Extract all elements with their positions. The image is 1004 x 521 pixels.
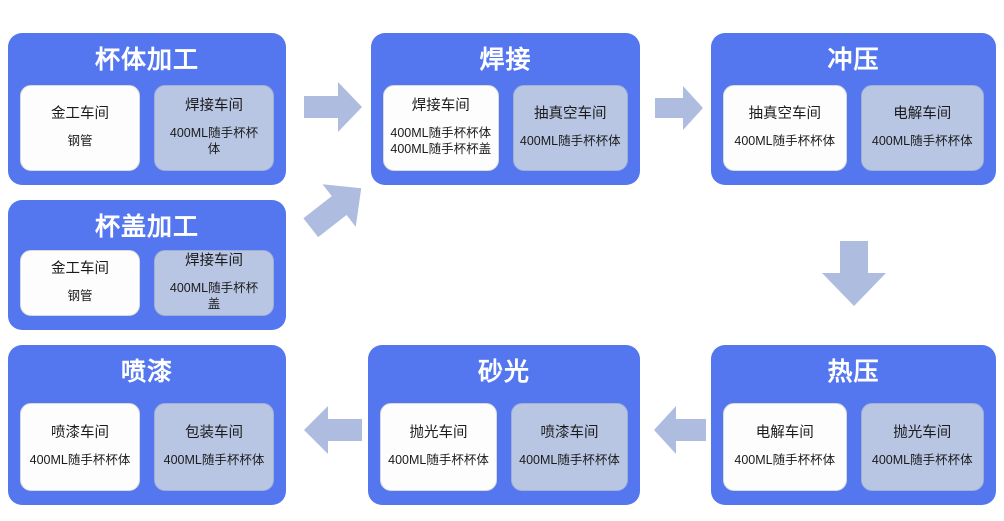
stage-cup-body-processing[interactable]: 杯体加工 金工车间 钢管 焊接车间 400ML随手杯杯体 xyxy=(8,33,286,185)
stage-stamping[interactable]: 冲压 抽真空车间 400ML随手杯杯体 电解车间 400ML随手杯杯体 xyxy=(711,33,996,185)
stage-title: 焊接 xyxy=(479,46,532,74)
stage-card-list: 焊接车间 400ML随手杯杯体 400ML随手杯杯盖 抽真空车间 400ML随手… xyxy=(383,85,628,171)
workshop-item: 400ML随手杯杯体 xyxy=(29,453,131,467)
workshop-card[interactable]: 抽真空车间 400ML随手杯杯体 xyxy=(512,85,628,171)
workshop-name: 金工车间 xyxy=(51,261,109,277)
workshop-item: 钢管 xyxy=(67,289,93,303)
stage-cup-lid-processing[interactable]: 杯盖加工 金工车间 钢管 焊接车间 400ML随手杯杯盖 xyxy=(8,200,286,330)
workshop-items: 400ML随手杯杯体 400ML随手杯杯盖 xyxy=(390,125,491,157)
workshop-item: 400ML随手杯杯体 xyxy=(390,126,492,140)
stage-hot-pressing[interactable]: 热压 电解车间 400ML随手杯杯体 抛光车间 400ML随手杯杯体 xyxy=(711,345,996,505)
arrow-right-icon xyxy=(302,76,364,138)
workshop-card[interactable]: 电解车间 400ML随手杯杯体 xyxy=(860,85,984,171)
workshop-card[interactable]: 喷漆车间 400ML随手杯杯体 xyxy=(511,403,628,491)
stage-title: 杯体加工 xyxy=(94,46,199,74)
workshop-item: 400ML随手杯杯盖 xyxy=(169,281,259,311)
workshop-name: 喷漆车间 xyxy=(51,425,109,441)
workshop-name: 抛光车间 xyxy=(409,425,468,441)
stage-title: 冲压 xyxy=(827,46,880,74)
workshop-name: 抽真空车间 xyxy=(748,106,822,122)
workshop-card[interactable]: 焊接车间 400ML随手杯杯体 xyxy=(154,85,274,171)
workshop-name: 焊接车间 xyxy=(185,98,243,114)
workshop-item: 钢管 xyxy=(67,134,93,148)
workshop-item: 400ML随手杯杯体 xyxy=(388,453,489,467)
stage-card-list: 喷漆车间 400ML随手杯杯体 包装车间 400ML随手杯杯体 xyxy=(20,403,274,491)
workshop-name: 抛光车间 xyxy=(893,425,952,441)
workshop-card[interactable]: 金工车间 钢管 xyxy=(20,250,140,316)
stage-card-list: 抽真空车间 400ML随手杯杯体 电解车间 400ML随手杯杯体 xyxy=(723,85,984,171)
workshop-items: 400ML随手杯杯体 xyxy=(872,452,973,468)
workshop-card[interactable]: 金工车间 钢管 xyxy=(20,85,140,171)
workshop-item: 400ML随手杯杯体 xyxy=(734,453,836,467)
workshop-name: 喷漆车间 xyxy=(540,425,599,441)
workshop-name: 金工车间 xyxy=(51,106,109,122)
workshop-card[interactable]: 电解车间 400ML随手杯杯体 xyxy=(723,403,847,491)
stage-welding[interactable]: 焊接 焊接车间 400ML随手杯杯体 400ML随手杯杯盖 抽真空车间 400M… xyxy=(371,33,640,185)
workshop-items: 400ML随手杯杯体 xyxy=(164,452,265,468)
workshop-card[interactable]: 抽真空车间 400ML随手杯杯体 xyxy=(723,85,847,171)
workshop-items: 400ML随手杯杯体 xyxy=(734,452,835,468)
stage-title: 喷漆 xyxy=(120,358,173,386)
arrow-left-icon xyxy=(303,402,363,458)
arrow-right-icon xyxy=(654,82,704,134)
stage-sanding[interactable]: 砂光 抛光车间 400ML随手杯杯体 喷漆车间 400ML随手杯杯体 xyxy=(368,345,640,505)
stage-card-list: 金工车间 钢管 焊接车间 400ML随手杯杯体 xyxy=(20,85,274,171)
workshop-name: 焊接车间 xyxy=(411,98,470,114)
workshop-items: 400ML随手杯杯体 xyxy=(734,133,835,149)
workshop-items: 400ML随手杯杯体 xyxy=(30,452,131,468)
workshop-item: 400ML随手杯杯体 xyxy=(519,453,620,467)
workshop-card[interactable]: 焊接车间 400ML随手杯杯盖 xyxy=(154,250,274,316)
stage-title: 杯盖加工 xyxy=(94,213,199,241)
workshop-items: 钢管 xyxy=(67,133,92,149)
workshop-name: 焊接车间 xyxy=(185,253,243,269)
stage-card-list: 电解车间 400ML随手杯杯体 抛光车间 400ML随手杯杯体 xyxy=(723,403,984,491)
arrow-up-right-icon xyxy=(298,172,374,244)
workshop-name: 电解车间 xyxy=(893,106,952,122)
arrow-down-icon xyxy=(818,240,890,312)
workshop-items: 400ML随手杯杯体 xyxy=(388,452,489,468)
workshop-card[interactable]: 抛光车间 400ML随手杯杯体 xyxy=(860,403,984,491)
stage-painting[interactable]: 喷漆 喷漆车间 400ML随手杯杯体 包装车间 400ML随手杯杯体 xyxy=(8,345,286,505)
stage-title: 砂光 xyxy=(477,358,530,386)
workshop-item: 400ML随手杯杯体 xyxy=(871,134,973,148)
workshop-item: 400ML随手杯杯体 xyxy=(169,126,259,156)
workshop-name: 电解车间 xyxy=(755,425,814,441)
workshop-item: 400ML随手杯杯体 xyxy=(734,134,836,148)
workshop-items: 400ML随手杯杯盖 xyxy=(168,280,260,312)
workshop-items: 钢管 xyxy=(67,288,92,304)
stage-title: 热压 xyxy=(827,358,880,386)
workshop-name: 包装车间 xyxy=(185,425,243,441)
workshop-items: 400ML随手杯杯体 xyxy=(872,133,973,149)
workshop-name: 抽真空车间 xyxy=(534,106,607,122)
workshop-card[interactable]: 喷漆车间 400ML随手杯杯体 xyxy=(20,403,140,491)
workshop-items: 400ML随手杯杯体 xyxy=(519,452,620,468)
arrow-left-icon xyxy=(653,402,707,458)
stage-card-list: 抛光车间 400ML随手杯杯体 喷漆车间 400ML随手杯杯体 xyxy=(380,403,628,491)
workshop-item: 400ML随手杯杯体 xyxy=(519,134,621,148)
workshop-items: 400ML随手杯杯体 xyxy=(520,133,621,149)
workshop-items: 400ML随手杯杯体 xyxy=(168,125,260,157)
workshop-item: 400ML随手杯杯体 xyxy=(163,453,265,467)
workshop-card[interactable]: 包装车间 400ML随手杯杯体 xyxy=(154,403,274,491)
workshop-item: 400ML随手杯杯盖 xyxy=(390,142,492,156)
workshop-card[interactable]: 焊接车间 400ML随手杯杯体 400ML随手杯杯盖 xyxy=(383,85,499,171)
workshop-item: 400ML随手杯杯体 xyxy=(871,453,973,467)
stage-card-list: 金工车间 钢管 焊接车间 400ML随手杯杯盖 xyxy=(20,250,274,316)
workshop-card[interactable]: 抛光车间 400ML随手杯杯体 xyxy=(380,403,497,491)
